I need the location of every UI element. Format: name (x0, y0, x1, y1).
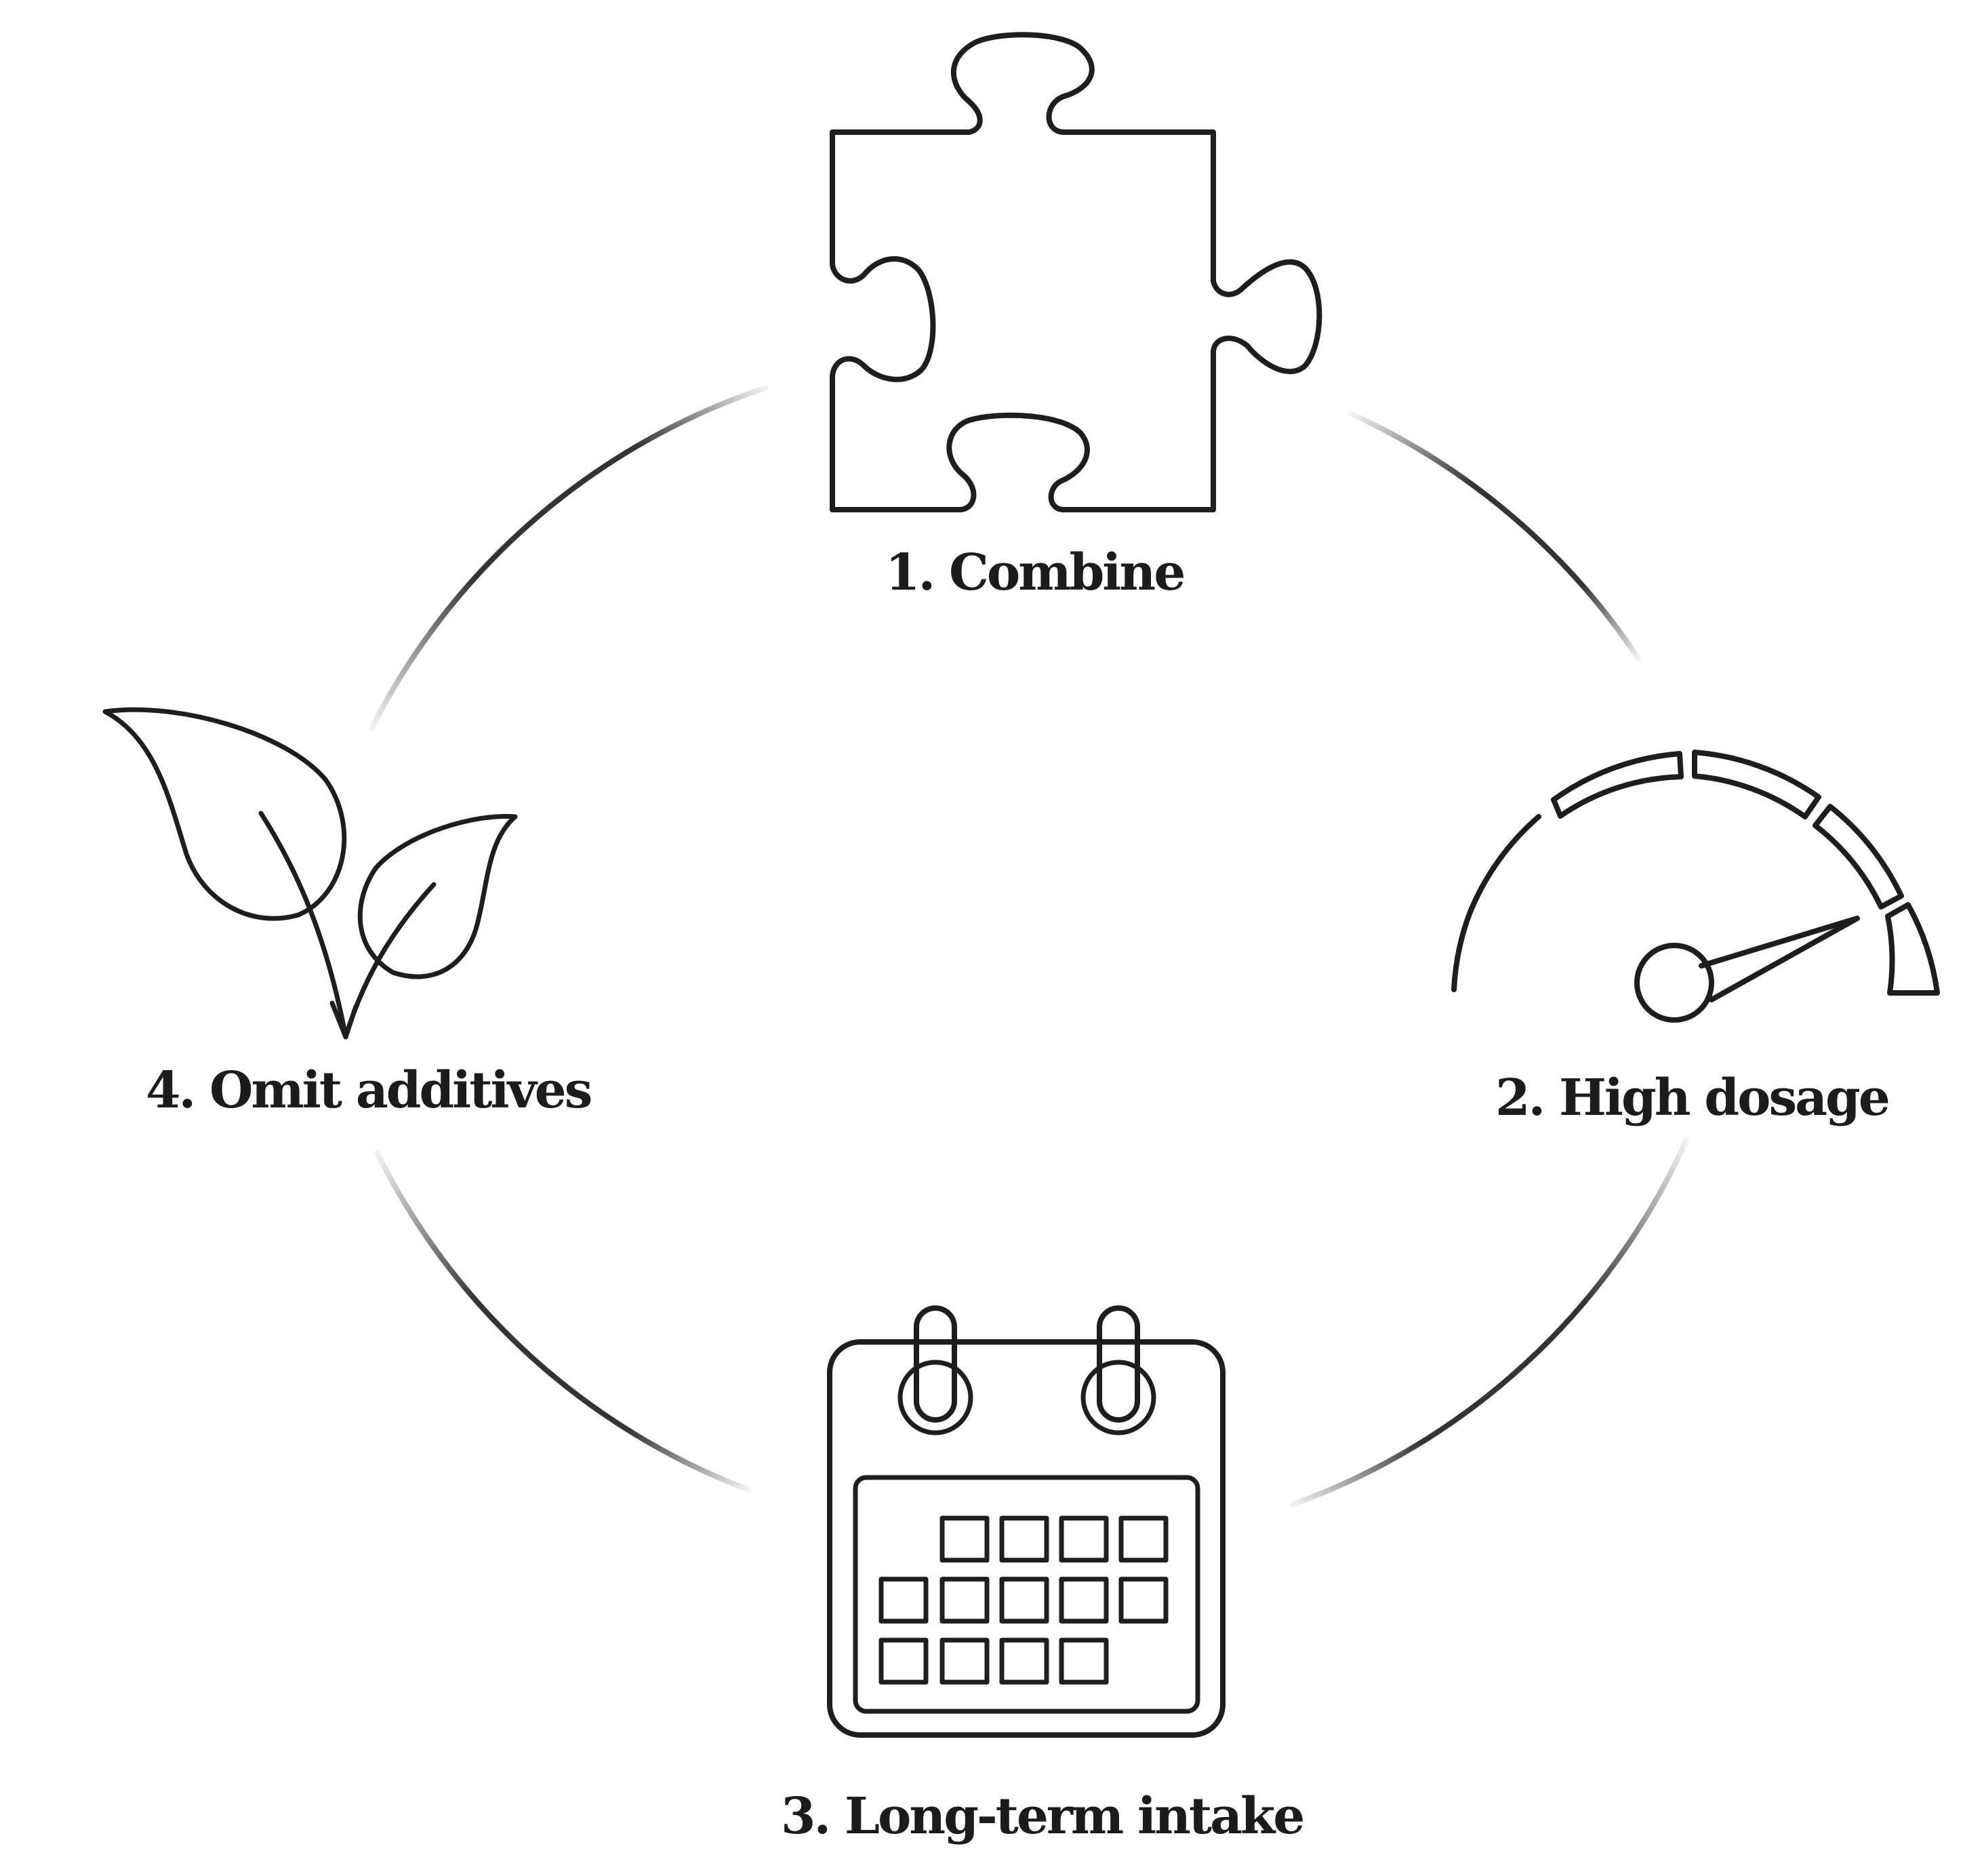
speedometer-gauge-icon (1451, 750, 1940, 1023)
cycle-arc-bottom-right (1289, 1137, 1689, 1507)
cycle-arc-top-right (1348, 411, 1642, 662)
cycle-arc-top-left (369, 385, 769, 731)
step-4-label: 4. Omit additives (146, 1061, 592, 1120)
calendar-icon (827, 1305, 1226, 1738)
puzzle-piece-icon (830, 32, 1322, 512)
cycle-arc-bottom-left (374, 1149, 751, 1492)
step-2-label: 2. High dosage (1495, 1069, 1890, 1127)
plant-sprout-icon (102, 707, 518, 1040)
step-1-label: 1. Combine (885, 544, 1186, 602)
step-3-label: 3. Long-term intake (781, 1787, 1305, 1846)
